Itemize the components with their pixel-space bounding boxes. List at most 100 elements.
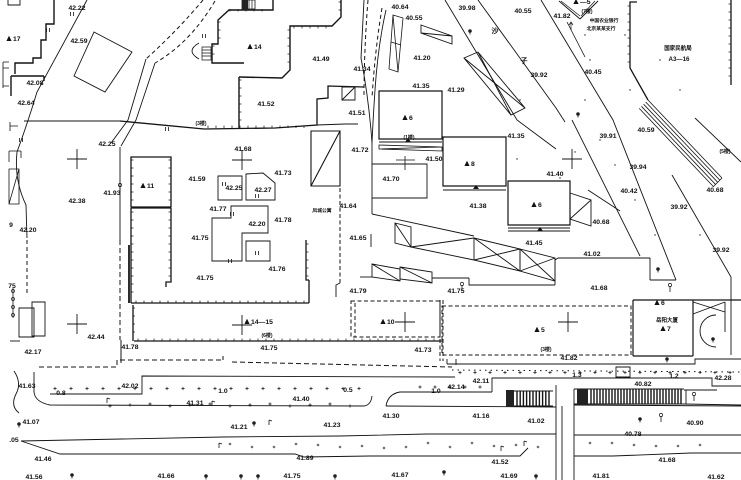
svg-text:39.94: 39.94 xyxy=(629,164,646,171)
svg-text:1.2: 1.2 xyxy=(669,373,679,380)
svg-text:42.38: 42.38 xyxy=(68,198,85,205)
svg-text:41.67: 41.67 xyxy=(391,472,408,479)
svg-text:40.82: 40.82 xyxy=(634,381,651,388)
svg-text:42.08: 42.08 xyxy=(26,80,43,87)
svg-text:40.42: 40.42 xyxy=(620,188,637,195)
svg-text:41.40: 41.40 xyxy=(546,171,563,178)
svg-text:1.0: 1.0 xyxy=(431,388,441,395)
svg-text:国家民航局: 国家民航局 xyxy=(664,44,692,52)
svg-text:子: 子 xyxy=(521,57,528,65)
svg-text:41.62: 41.62 xyxy=(707,474,724,480)
svg-text:39.92: 39.92 xyxy=(670,204,687,211)
svg-text:10: 10 xyxy=(387,319,395,326)
svg-text:42.44: 42.44 xyxy=(87,334,104,341)
svg-text:41.73: 41.73 xyxy=(274,170,291,177)
svg-text:41.30: 41.30 xyxy=(382,413,399,420)
svg-text:9: 9 xyxy=(9,222,13,229)
svg-text:41.38: 41.38 xyxy=(469,203,486,210)
svg-text:41.40: 41.40 xyxy=(292,396,309,403)
svg-text:41.73: 41.73 xyxy=(414,347,431,354)
svg-text:41.75: 41.75 xyxy=(196,275,213,282)
svg-text:41.70: 41.70 xyxy=(382,176,399,183)
svg-text:42.25: 42.25 xyxy=(98,141,115,148)
svg-text:41.82: 41.82 xyxy=(553,13,570,20)
svg-text:40.68: 40.68 xyxy=(706,187,723,194)
svg-text:41.68: 41.68 xyxy=(658,457,675,464)
svg-text:—5: —5 xyxy=(580,0,591,6)
svg-text:5: 5 xyxy=(541,327,545,334)
svg-text:40.55: 40.55 xyxy=(514,8,531,15)
svg-text:.05: .05 xyxy=(9,437,19,444)
svg-text:(3楼): (3楼) xyxy=(540,346,551,353)
svg-text:41.68: 41.68 xyxy=(234,146,251,153)
svg-text:凤城公寓: 凤城公寓 xyxy=(312,207,331,214)
svg-text:75: 75 xyxy=(8,283,16,290)
svg-text:41.34: 41.34 xyxy=(353,66,370,73)
svg-text:41.66: 41.66 xyxy=(157,473,174,480)
svg-text:17: 17 xyxy=(13,36,21,43)
svg-text:42.17: 42.17 xyxy=(24,349,41,356)
svg-text:8: 8 xyxy=(471,161,475,168)
svg-text:41.64: 41.64 xyxy=(339,203,356,210)
svg-text:41.29: 41.29 xyxy=(447,87,464,94)
svg-text:(6楼): (6楼) xyxy=(261,332,272,339)
svg-text:A3—16: A3—16 xyxy=(669,56,691,63)
svg-text:39.92: 39.92 xyxy=(712,247,729,254)
svg-text:40.45: 40.45 xyxy=(584,69,601,76)
svg-text:41.78: 41.78 xyxy=(121,344,138,351)
svg-text:41.52: 41.52 xyxy=(491,459,508,466)
svg-text:41.49: 41.49 xyxy=(312,56,329,63)
svg-text:0.8: 0.8 xyxy=(56,390,66,397)
svg-text:41.07: 41.07 xyxy=(22,419,39,426)
svg-text:6: 6 xyxy=(538,202,542,209)
svg-text:41.51: 41.51 xyxy=(348,110,365,117)
svg-text:0.5: 0.5 xyxy=(343,387,353,394)
svg-text:41.31: 41.31 xyxy=(186,400,203,407)
svg-text:41.16: 41.16 xyxy=(472,413,489,420)
svg-text:42.20: 42.20 xyxy=(248,221,265,228)
svg-text:41.21: 41.21 xyxy=(230,424,247,431)
svg-text:1.3: 1.3 xyxy=(572,372,582,379)
svg-text:6: 6 xyxy=(661,300,665,307)
svg-text:40.64: 40.64 xyxy=(391,4,408,11)
svg-text:41.45: 41.45 xyxy=(525,240,542,247)
svg-text:41.35: 41.35 xyxy=(412,83,429,90)
svg-text:42.22: 42.22 xyxy=(68,5,85,12)
svg-text:42.64: 42.64 xyxy=(17,100,34,107)
svg-text:40.55: 40.55 xyxy=(405,15,422,22)
svg-text:(3楼): (3楼) xyxy=(195,120,206,127)
svg-text:42.59: 42.59 xyxy=(70,38,87,45)
svg-text:41.65: 41.65 xyxy=(349,235,366,242)
svg-text:(1楼): (1楼) xyxy=(403,134,414,141)
svg-text:14: 14 xyxy=(254,44,262,51)
svg-text:41.50: 41.50 xyxy=(425,156,442,163)
svg-text:沙: 沙 xyxy=(492,27,499,35)
svg-text:41.02: 41.02 xyxy=(583,251,600,258)
svg-text:41.20: 41.20 xyxy=(413,55,430,62)
svg-text:41.75: 41.75 xyxy=(447,288,464,295)
svg-text:(5楼): (5楼) xyxy=(719,148,730,155)
svg-text:42.27: 42.27 xyxy=(254,187,271,194)
svg-text:14—15: 14—15 xyxy=(251,319,273,326)
svg-text:6: 6 xyxy=(409,115,413,122)
svg-text:39.98: 39.98 xyxy=(458,5,475,12)
svg-text:1.0: 1.0 xyxy=(218,388,228,395)
svg-text:41.75: 41.75 xyxy=(283,473,300,480)
svg-text:41.52: 41.52 xyxy=(257,101,274,108)
svg-text:41.77: 41.77 xyxy=(209,206,226,213)
svg-text:41.23: 41.23 xyxy=(323,422,340,429)
svg-text:41.79: 41.79 xyxy=(349,288,366,295)
svg-text:41.68: 41.68 xyxy=(590,285,607,292)
svg-text:41.78: 41.78 xyxy=(274,217,291,224)
svg-text:40.90: 40.90 xyxy=(686,420,703,427)
svg-text:41.63: 41.63 xyxy=(18,383,35,390)
svg-text:41.69: 41.69 xyxy=(500,473,517,480)
svg-text:39.91: 39.91 xyxy=(599,133,616,140)
svg-text:40.78: 40.78 xyxy=(624,431,641,438)
svg-text:11: 11 xyxy=(147,183,154,190)
svg-text:41.02: 41.02 xyxy=(527,418,544,425)
svg-text:(7楼): (7楼) xyxy=(581,8,592,15)
svg-text:41.75: 41.75 xyxy=(260,345,277,352)
svg-text:42.25: 42.25 xyxy=(225,185,242,192)
svg-text:41.76: 41.76 xyxy=(268,266,285,273)
